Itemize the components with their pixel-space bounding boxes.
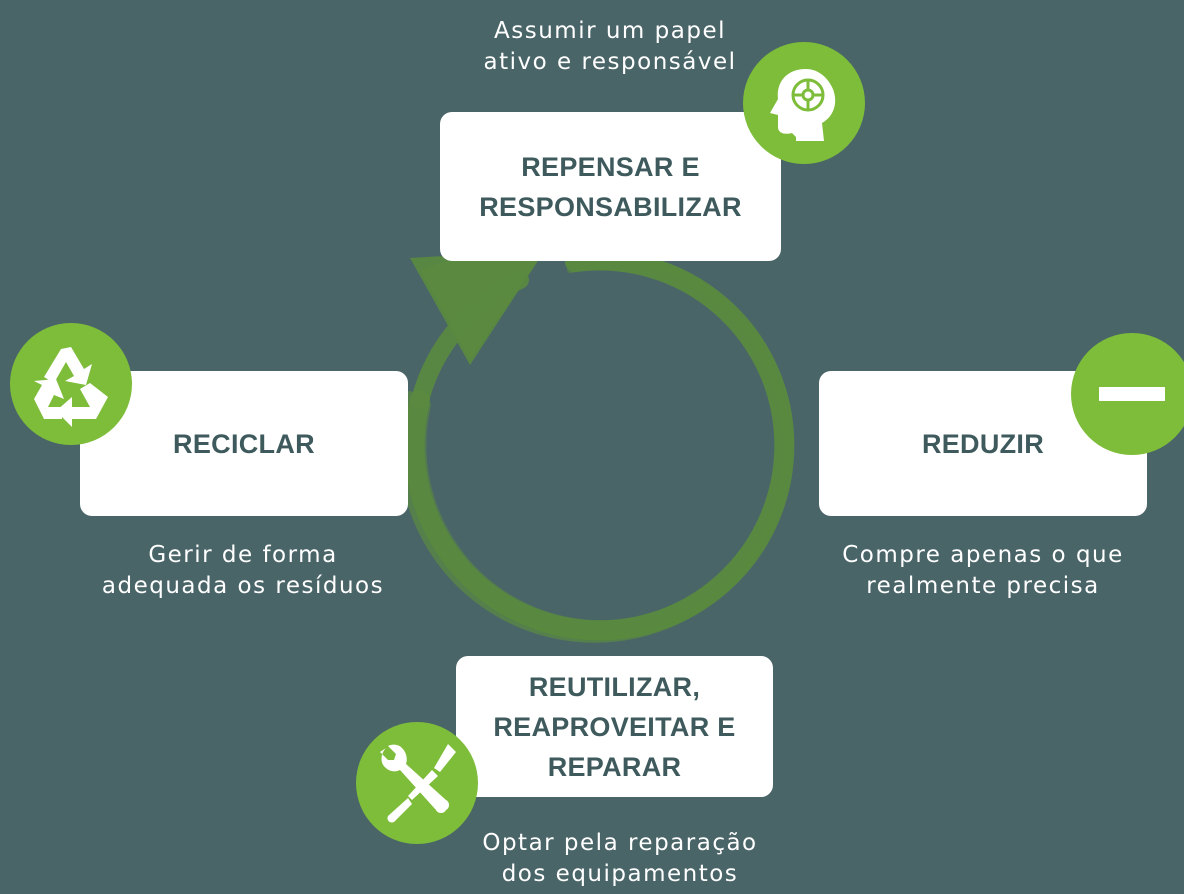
reutilizar-box: REUTILIZAR, REAPROVEITAR E REPARAR — [456, 656, 773, 797]
minus-icon — [1071, 333, 1184, 455]
reciclar-caption: Gerir de forma adequada os resíduos — [101, 542, 385, 599]
wrench-screwdriver-icon — [356, 722, 478, 844]
recycle-icon — [10, 323, 132, 445]
reduzir-box: REDUZIR — [819, 371, 1147, 516]
reutilizar-caption: Optar pela reparação dos equipamentos — [482, 830, 758, 887]
head-brain-icon — [743, 42, 865, 164]
repensar-caption: Assumir um papel ativo e responsável — [483, 18, 737, 75]
reciclar-box: RECICLAR — [80, 371, 408, 516]
repensar-box: REPENSAR E RESPONSABILIZAR — [440, 112, 781, 261]
reduzir-caption: Compre apenas o que realmente precisa — [842, 542, 1124, 599]
